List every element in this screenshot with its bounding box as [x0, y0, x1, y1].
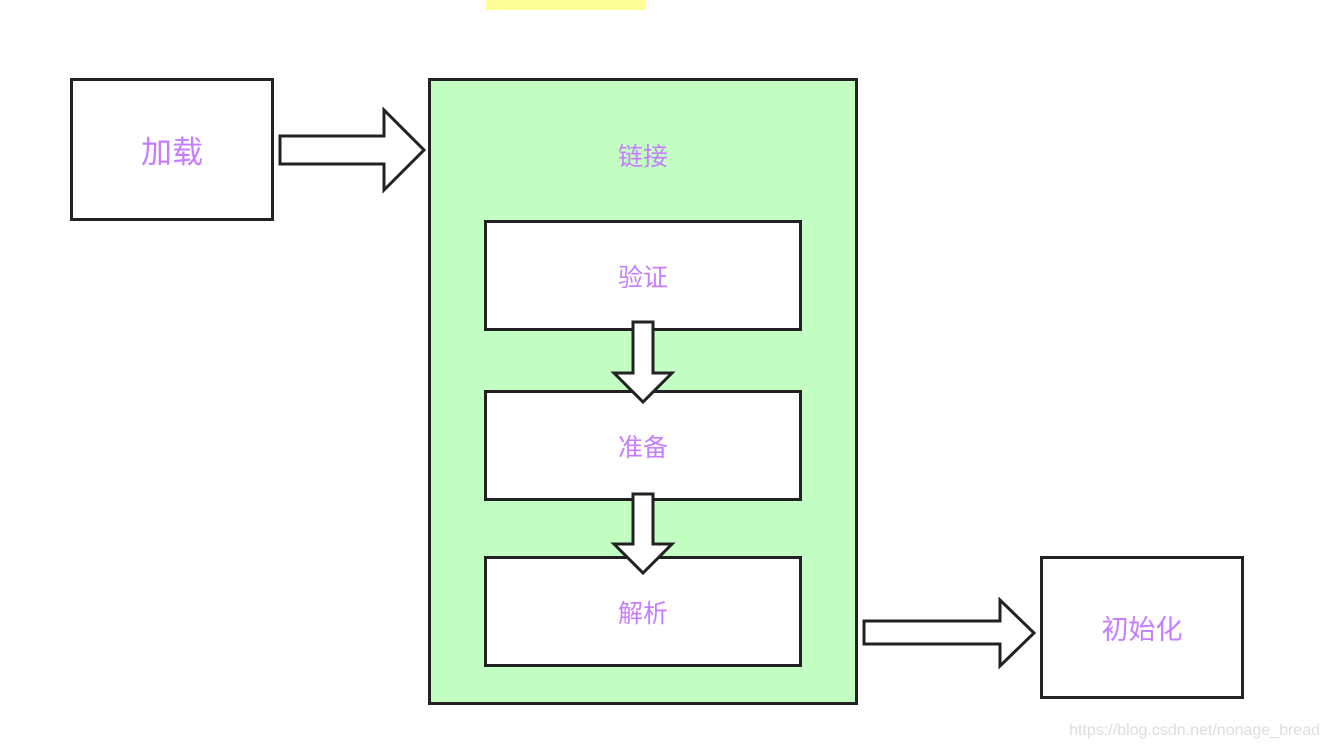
node-resolve-label: 解析	[617, 598, 668, 628]
watermark: https://blog.csdn.net/nonage_bread	[1069, 722, 1320, 739]
node-load: 加载	[70, 78, 274, 221]
node-verify: 验证	[484, 220, 802, 331]
arrow-link-to-init	[862, 596, 1037, 670]
highlight-strip	[486, 0, 646, 10]
node-resolve: 解析	[484, 556, 802, 667]
node-prepare-label: 准备	[617, 432, 668, 462]
node-init-label: 初始化	[1101, 615, 1183, 646]
node-init: 初始化	[1040, 556, 1244, 699]
node-verify-label: 验证	[617, 262, 668, 292]
node-link-label: 链接	[617, 142, 668, 171]
node-load-label: 加载	[141, 135, 203, 171]
arrow-load-to-link	[278, 106, 427, 194]
node-prepare: 准备	[484, 390, 802, 501]
